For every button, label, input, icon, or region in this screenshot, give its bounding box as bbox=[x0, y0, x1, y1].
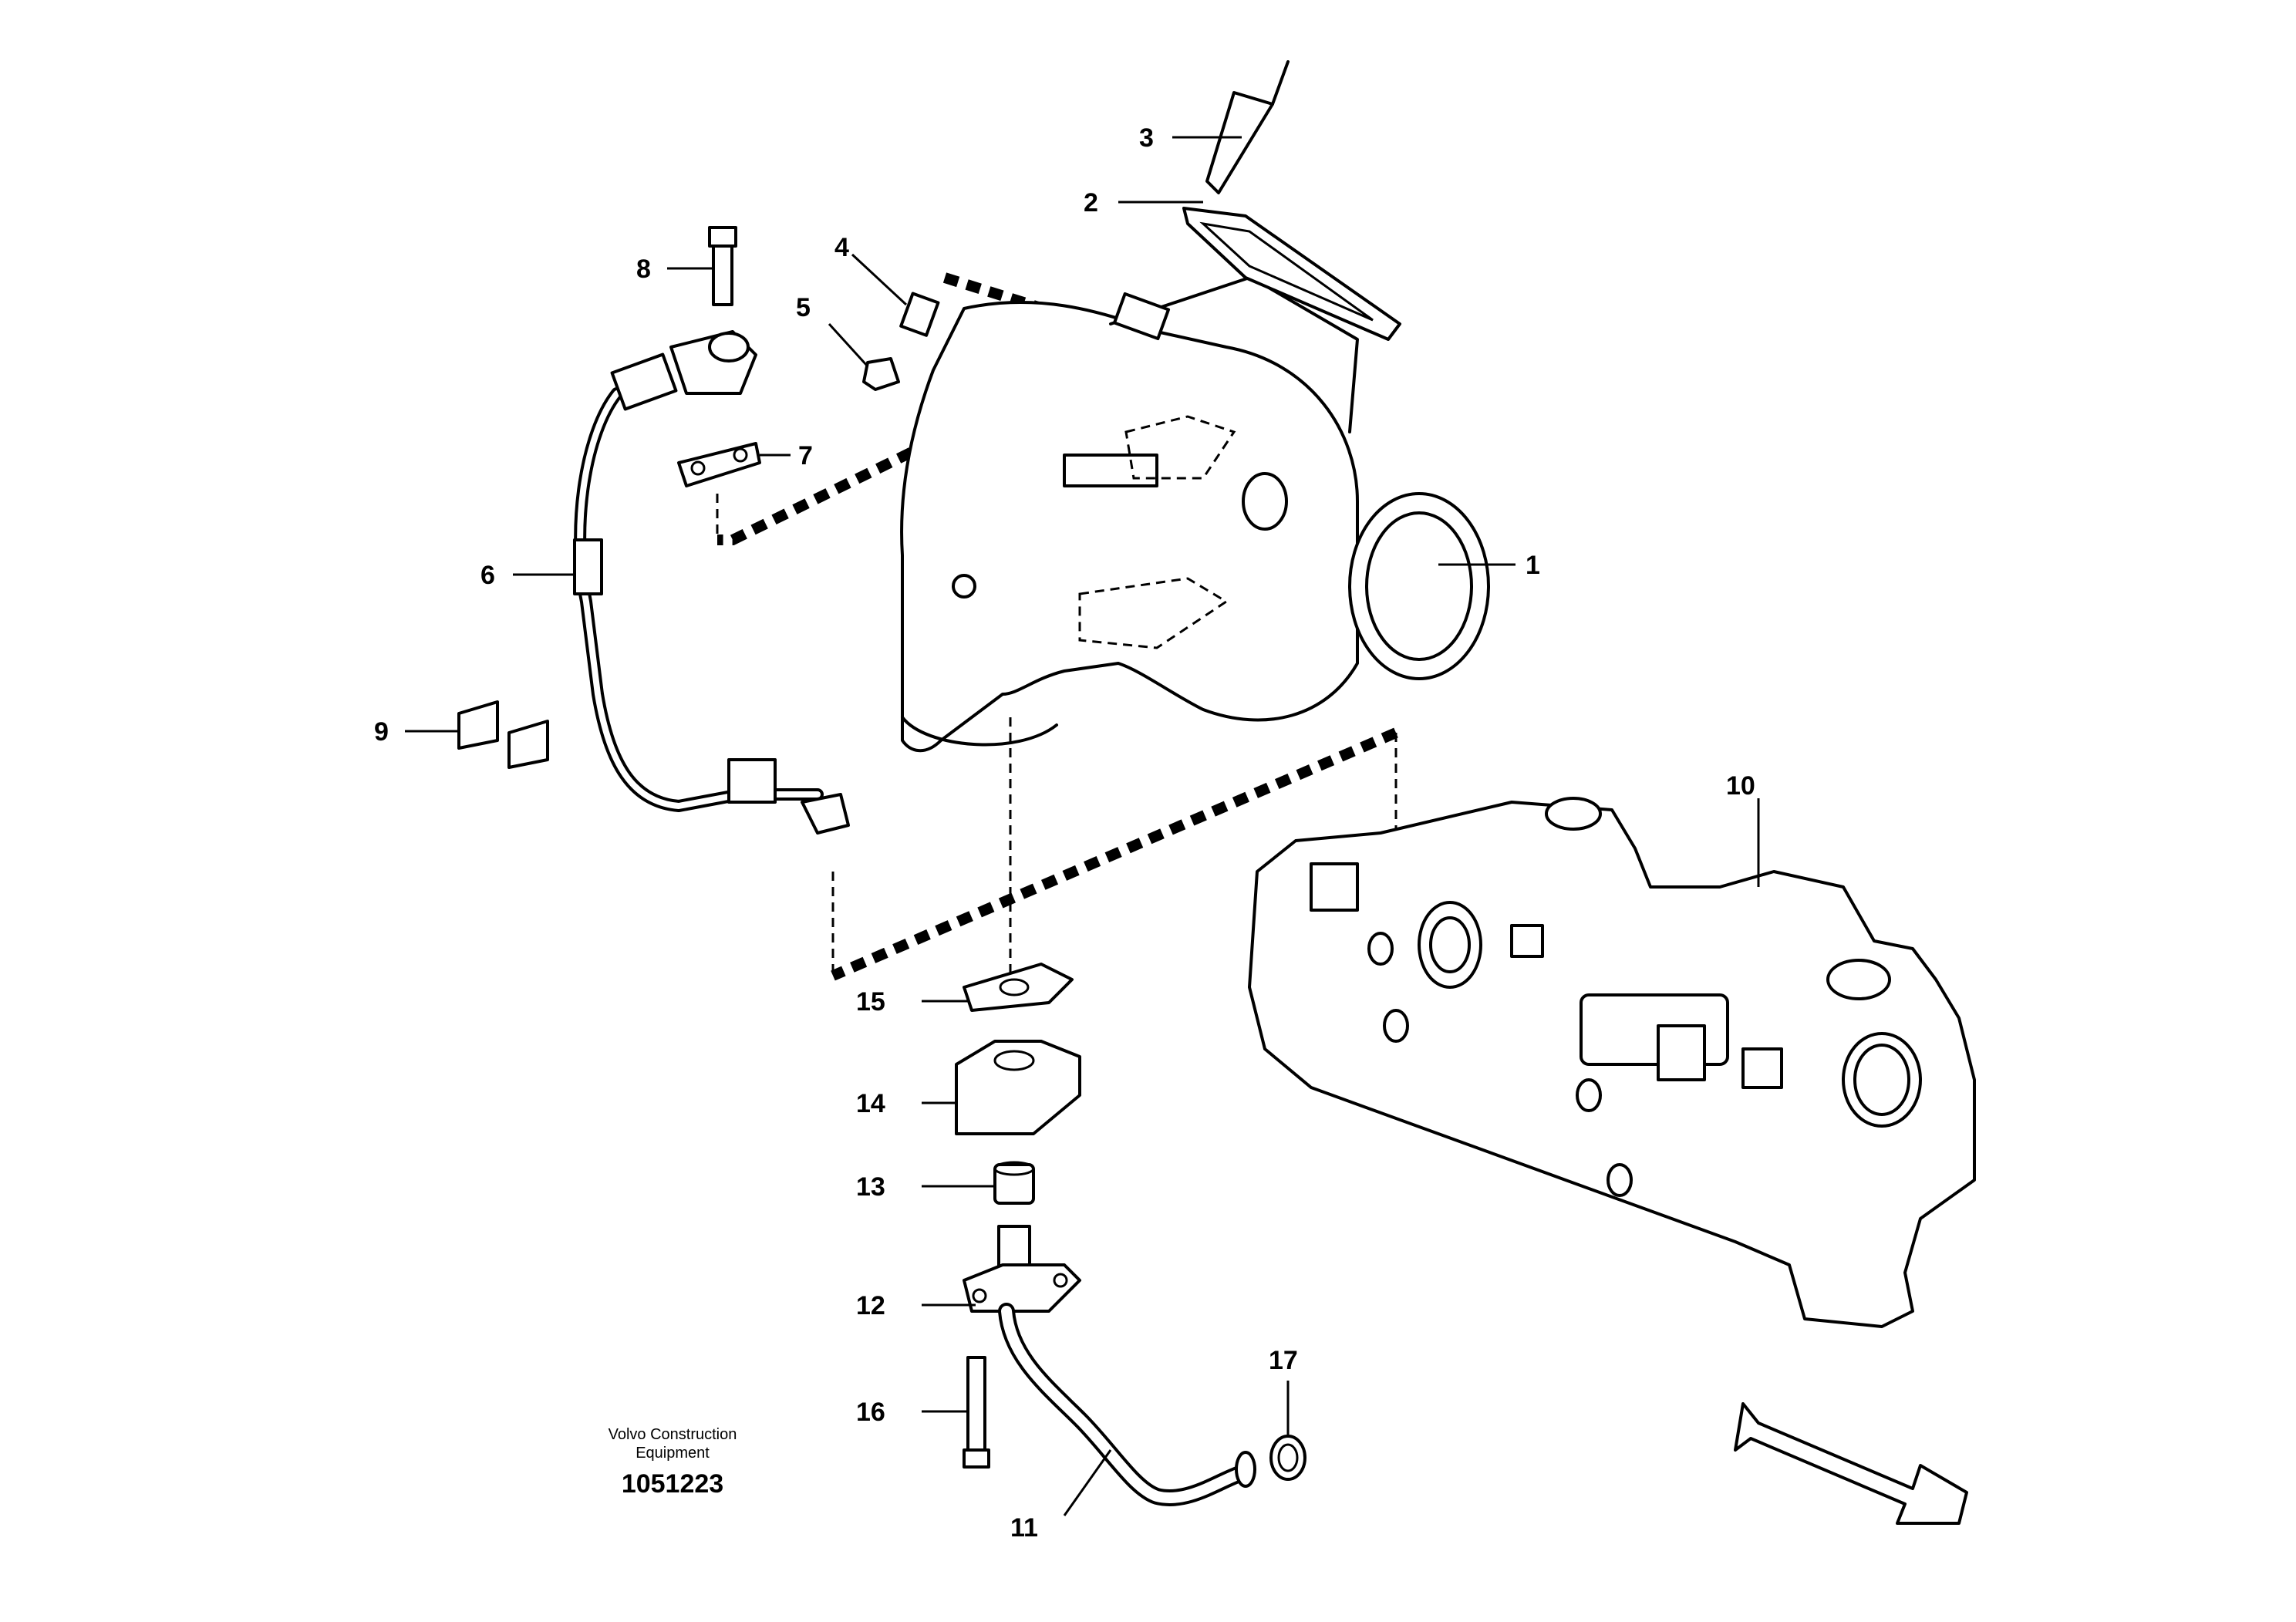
callout-11: 11 bbox=[1010, 1513, 1038, 1543]
flange-part-12 bbox=[963, 1225, 1081, 1313]
callout-16: 16 bbox=[856, 1398, 885, 1427]
callout-3: 3 bbox=[1139, 123, 1154, 153]
stud-part-3 bbox=[1205, 60, 1290, 194]
direction-arrow-icon bbox=[1734, 1402, 1968, 1525]
callout-5: 5 bbox=[796, 293, 811, 322]
clamp-part-9 bbox=[457, 700, 549, 769]
gasket-part-2 bbox=[1182, 207, 1401, 341]
callout-4: 4 bbox=[834, 233, 849, 262]
leader-lines bbox=[405, 136, 1760, 1516]
gasket-part-15 bbox=[963, 963, 1074, 1012]
bolt-part-8 bbox=[708, 226, 737, 306]
oil-feed-pipe-part-6 bbox=[573, 352, 850, 835]
callout-8: 8 bbox=[636, 255, 651, 284]
callout-17: 17 bbox=[1269, 1346, 1298, 1375]
sleeve-part-4 bbox=[899, 292, 940, 337]
callout-labels: 1 2 3 4 5 6 7 8 9 10 11 12 13 14 15 16 1… bbox=[374, 123, 1755, 1543]
callout-9: 9 bbox=[374, 717, 389, 747]
credit-company-line1: Volvo Construction bbox=[609, 1426, 737, 1443]
gasket-part-7 bbox=[677, 442, 761, 487]
sleeve-part-13 bbox=[993, 1161, 1035, 1205]
turbocharger-part bbox=[900, 276, 1490, 753]
seal-ring-part-17 bbox=[1269, 1435, 1306, 1481]
callout-12: 12 bbox=[856, 1291, 885, 1320]
bolt-part-16 bbox=[963, 1356, 990, 1469]
callout-6: 6 bbox=[480, 561, 495, 590]
callout-2: 2 bbox=[1084, 188, 1098, 218]
credit-company-line2: Equipment bbox=[636, 1445, 710, 1462]
credit-block: Volvo Construction Equipment 1051223 bbox=[609, 1426, 737, 1499]
callout-15: 15 bbox=[856, 987, 885, 1017]
insulator-part-14 bbox=[955, 1040, 1081, 1135]
nut-part-5 bbox=[862, 357, 900, 391]
callout-1: 1 bbox=[1526, 551, 1540, 580]
banjo-fitting bbox=[669, 330, 757, 395]
callout-10: 10 bbox=[1726, 771, 1755, 801]
diagram-part-number: 1051223 bbox=[622, 1469, 723, 1499]
callout-7: 7 bbox=[798, 441, 813, 470]
callout-13: 13 bbox=[856, 1172, 885, 1202]
cylinder-block-part-10 bbox=[1248, 797, 1976, 1328]
callout-14: 14 bbox=[856, 1089, 885, 1118]
oil-return-pipe-part-11 bbox=[998, 1303, 1256, 1506]
